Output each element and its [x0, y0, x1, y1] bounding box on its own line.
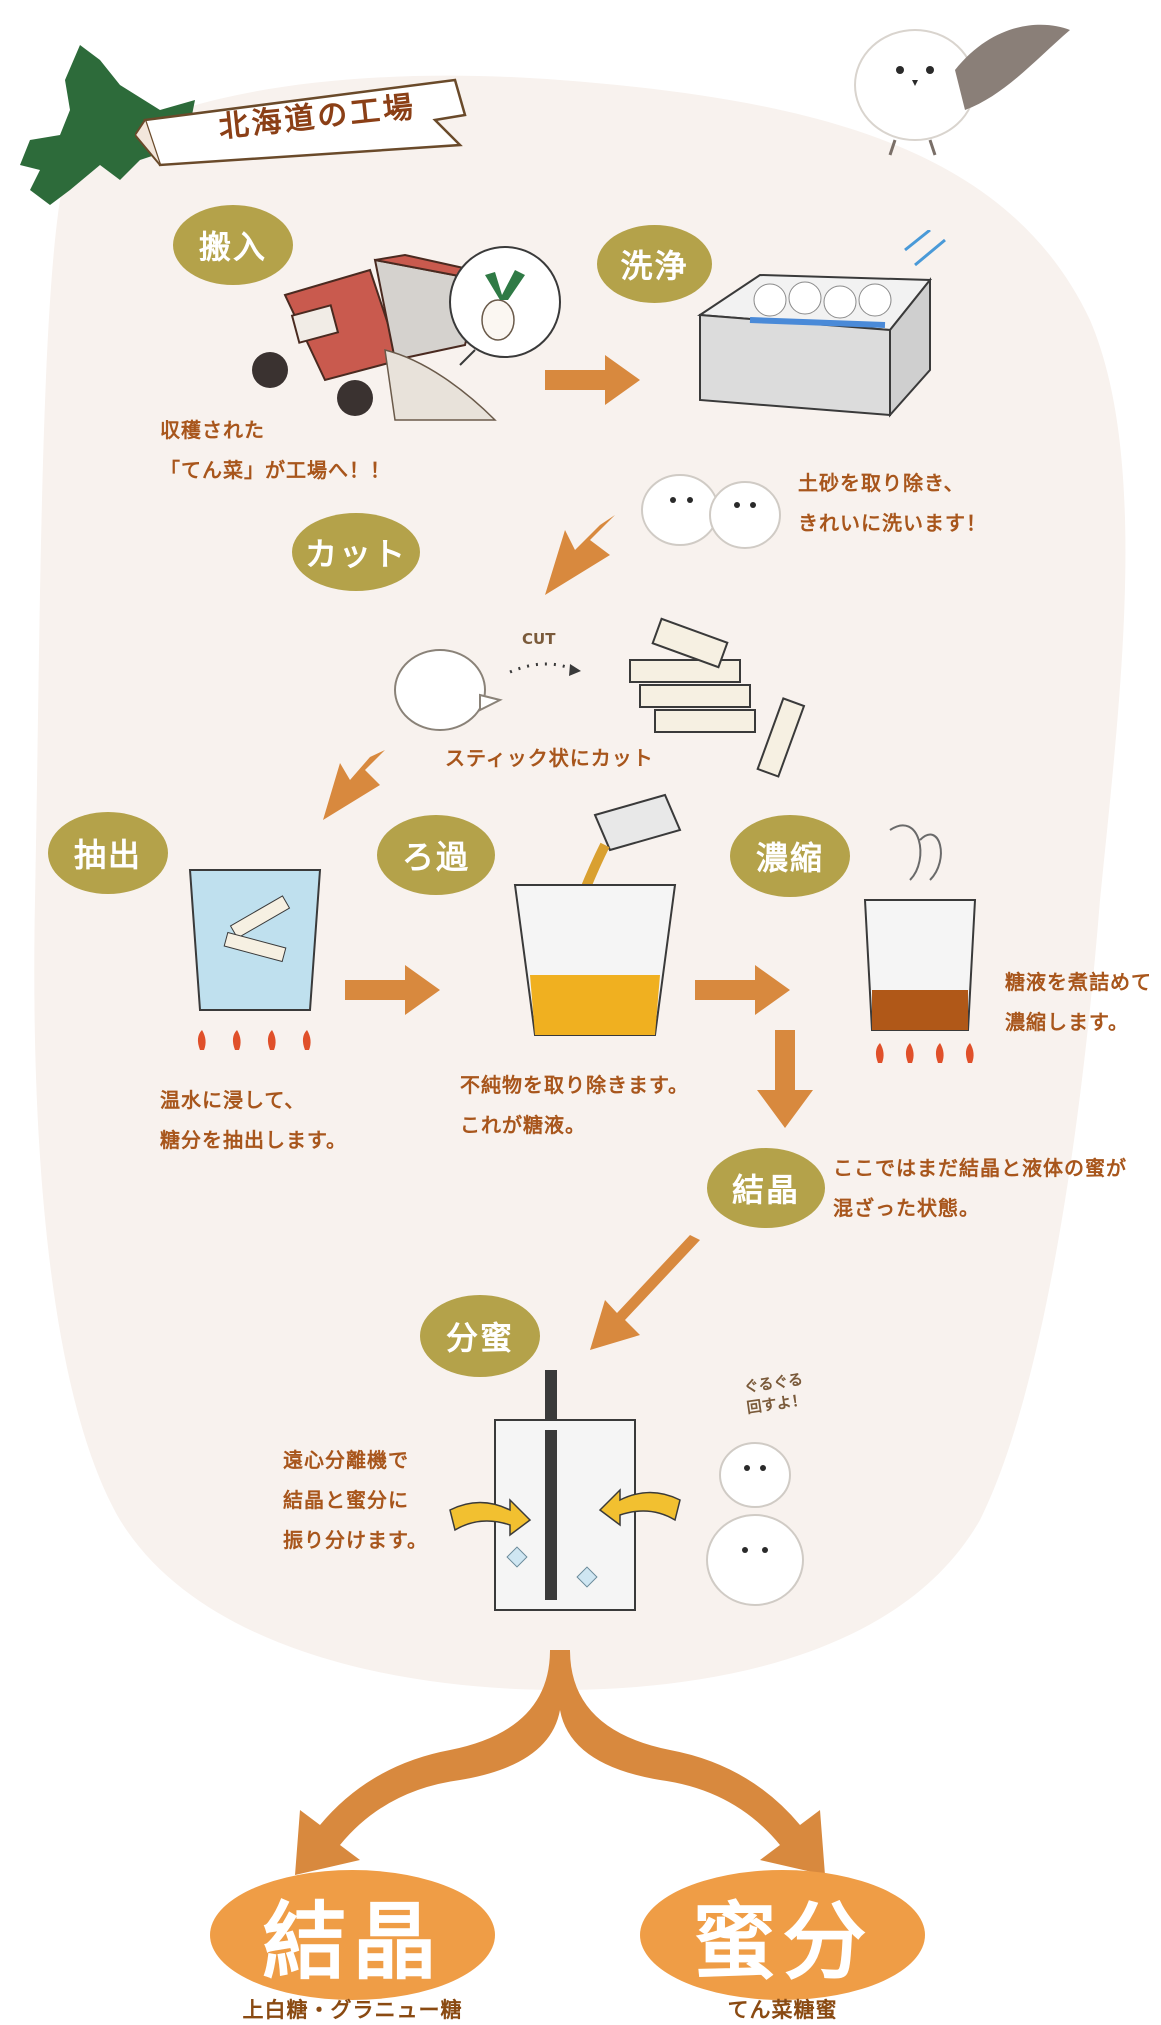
- cut-word: CUT: [522, 630, 556, 648]
- beaker-icon: [188, 869, 322, 1011]
- step-label-roka: ろ過: [377, 815, 495, 895]
- arrow-icon: [323, 750, 385, 820]
- beet-icon: [394, 649, 503, 731]
- flame-icon: [197, 1030, 311, 1050]
- arrow-icon: [757, 1030, 813, 1128]
- output-mitsubun-title: 蜜分: [640, 1870, 925, 2000]
- note-cut: スティック状にカット: [445, 746, 654, 770]
- split-arrow-icon: [295, 1650, 825, 1875]
- arrow-icon: [545, 355, 640, 405]
- beaker-icon: [863, 824, 977, 1031]
- wash-tank-icon: [697, 230, 946, 418]
- arrow-icon: [695, 965, 790, 1015]
- step-label-hannyu: 搬入: [173, 205, 293, 285]
- bird-icon: [854, 24, 1070, 156]
- arrow-icon: [590, 1235, 700, 1350]
- arrow-icon: [545, 515, 615, 595]
- bird-icon: [706, 1442, 804, 1606]
- centrifuge-icon: [449, 1370, 681, 1611]
- flame-icon: [875, 1043, 974, 1063]
- note-roka: 不純物を取り除きます。 これが糖液。: [460, 1073, 689, 1137]
- output-mitsubun-subtitle: てん菜糖蜜: [727, 1998, 838, 2022]
- banner-ribbon: [135, 78, 467, 167]
- step-label-chushutsu: 抽出: [48, 812, 168, 894]
- step-label-kesshou: 結晶: [707, 1148, 825, 1228]
- sugar-beet-icon: [449, 246, 561, 366]
- note-noushuku: 糖液を煮詰めて 濃縮します。: [1005, 970, 1152, 1034]
- arrow-icon: [345, 965, 440, 1015]
- note-senjou: 土砂を取り除き、 きれいに洗います！: [798, 471, 987, 535]
- output-kesshou-subtitle: 上白糖・グラニュー糖: [242, 1998, 463, 2022]
- note-chushutsu: 温水に浸して、 糖分を抽出します。: [160, 1088, 347, 1152]
- step-label-senjou: 洗浄: [597, 225, 712, 303]
- step-label-bunmitsu: 分蜜: [420, 1295, 540, 1377]
- cut-arrow-icon: [509, 662, 581, 676]
- hokkaido-map-icon: [20, 45, 195, 205]
- sticks-icon: [629, 617, 806, 778]
- step-label-noushuku: 濃縮: [730, 815, 850, 897]
- note-hannyu: 収穫された 「てん菜」が工場へ！！: [160, 418, 391, 482]
- step-label-cut: カット: [292, 513, 420, 591]
- bird-icon: [641, 474, 781, 549]
- pour-cup-icon: [513, 793, 682, 1036]
- note-kesshou: ここではまだ結晶と液体の蜜が 混ざった状態。: [833, 1156, 1127, 1220]
- note-bunmitsu: 遠心分離機で 結晶と蜜分に 振り分けます。: [283, 1448, 428, 1552]
- output-kesshou-title: 結晶: [210, 1870, 495, 2000]
- dump-truck-icon: [252, 253, 499, 421]
- guruguru-text: ぐるぐる 回すよ！: [742, 1370, 808, 1417]
